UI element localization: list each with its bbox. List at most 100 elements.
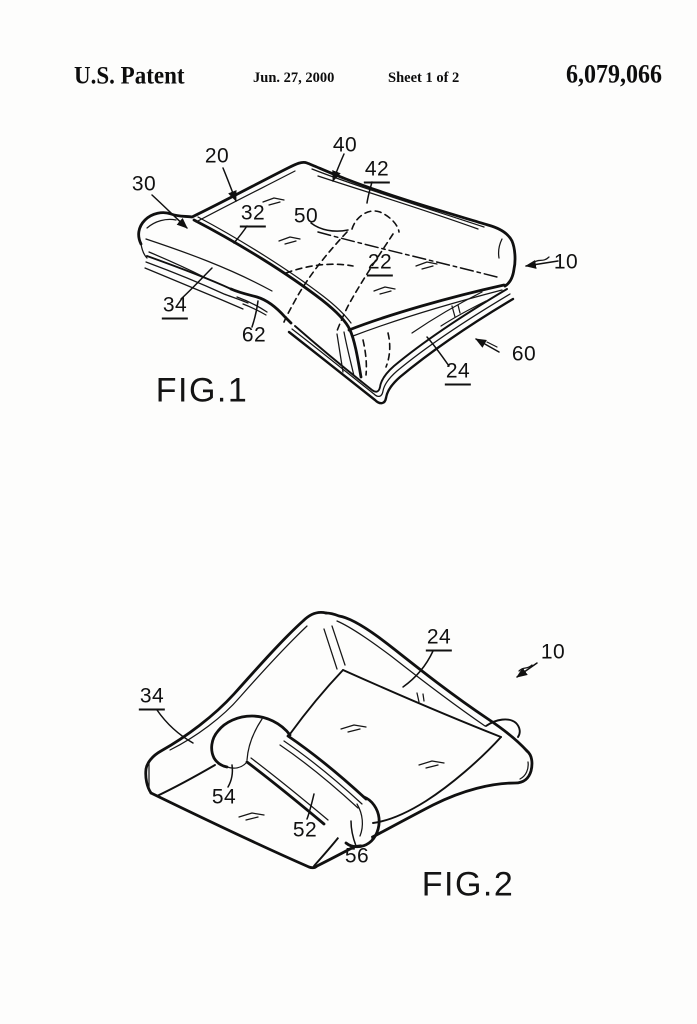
fig2-leader-56 — [350, 820, 357, 847]
fig2-innerface-bottomleft — [156, 764, 216, 797]
fig1-right-face-line-2 — [440, 300, 487, 327]
fig1-front-edge-diagonal — [192, 218, 363, 379]
fig2-ridge-upper-echo-1 — [283, 740, 363, 805]
fig1-hidden-ridge-left — [283, 231, 348, 323]
fig2-ref-54: 54 — [211, 785, 237, 809]
fig2-peak-slash-2 — [331, 625, 346, 666]
fig1-rim-inner-topright-1 — [311, 168, 485, 228]
fig2-ridge-upper-echo-2 — [279, 744, 359, 809]
fig1-front-corner-line-2 — [336, 333, 344, 373]
fig1-base-layer-left-2 — [145, 261, 249, 304]
fig1-hidden-ridge-cross — [285, 263, 354, 274]
fig1-front-edge-diagonal-echo — [197, 216, 352, 324]
fig1-centerline — [317, 231, 498, 278]
fig1-right-end-hook — [498, 238, 503, 259]
fig1-arrow-10-tail — [532, 256, 550, 264]
fig1-arrow-30 — [151, 194, 188, 229]
fig1-left-face-curve-1 — [145, 238, 273, 292]
fig1-arrow-40 — [332, 153, 345, 182]
patent-header-sheet: Sheet 1 of 2 — [388, 70, 460, 86]
fig2-corner-hook-right — [485, 718, 521, 738]
fig2-peak-slash-1 — [323, 628, 338, 670]
fig2-ref-10: 10 — [540, 640, 566, 664]
fig1-arrow-60-tail — [486, 341, 498, 348]
fig1-hidden-front-2 — [362, 339, 368, 376]
fig1-notch-curve — [229, 287, 293, 325]
fig2-leader-24 — [402, 650, 434, 688]
fig2-ridge-lower-echo — [250, 757, 329, 821]
fig1-arrow-10 — [525, 260, 559, 269]
fig1-caption: FIG.1 — [155, 371, 249, 410]
fig1-hump-inner — [146, 218, 177, 229]
fig1-hidden-dome — [351, 210, 400, 233]
fig2-arrow-10 — [516, 662, 538, 678]
fig2-outline-left — [144, 611, 328, 795]
fig2-ridge-lower-edge — [245, 760, 326, 826]
fig2-ref-52: 52 — [292, 818, 318, 842]
fig1-base-layer-left-1 — [146, 255, 232, 290]
fig1-notch-echo-1 — [236, 296, 268, 313]
fig1-outline-top — [137, 160, 517, 288]
patent-header-date: Jun. 27, 2000 — [253, 70, 335, 86]
fig2-wing-tip-right — [519, 761, 529, 780]
figure1-drawing — [137, 153, 559, 405]
fig2-cap54-crease — [246, 718, 263, 761]
fig1-leader-34 — [180, 267, 213, 300]
fig1-ref-32: 32 — [239, 203, 267, 228]
fig1-base-layer-right-1 — [294, 288, 508, 393]
fig1-ref-40: 40 — [332, 133, 358, 157]
fig1-hidden-front-1 — [385, 332, 391, 368]
fig2-innerface-topleft — [289, 669, 344, 735]
fig2-ridge-upper-edge — [286, 734, 368, 801]
fig1-hatch-marks — [262, 197, 461, 318]
fig2-ridge-fill — [246, 737, 372, 846]
fig2-leader-34 — [156, 709, 194, 744]
fig1-ref-34: 34 — [161, 295, 189, 320]
fig1-ref-62: 62 — [241, 323, 267, 347]
fig2-outline-right — [324, 611, 529, 753]
fig1-left-face-curve-2 — [148, 251, 207, 279]
fig1-rim-inner-topright-2 — [317, 175, 479, 230]
fig1-hidden-ridge-right — [336, 233, 394, 332]
fig1-ref-30: 30 — [131, 172, 157, 196]
fig1-front-corner-line-1 — [343, 331, 355, 377]
fig2-outline-bottom — [149, 749, 534, 870]
fig2-caption: FIG.2 — [421, 865, 515, 904]
fig1-ref-42: 42 — [363, 159, 391, 184]
fig1-leader-50 — [310, 222, 349, 232]
fig1-ref-22: 22 — [366, 252, 394, 277]
fig2-ref-56: 56 — [344, 844, 370, 868]
fig2-leader-52 — [306, 793, 315, 820]
fig2-innerface-corner — [313, 837, 339, 867]
fig2-ref-24: 24 — [425, 627, 453, 652]
fig1-arrow-60 — [475, 338, 500, 353]
fig1-ref-24: 24 — [444, 361, 472, 386]
fig1-leader-24 — [426, 336, 450, 367]
patent-header-title: U.S. Patent — [74, 62, 185, 89]
fig1-arrow-20 — [222, 167, 237, 202]
fig1-valley-edge — [347, 283, 506, 332]
fig2-leader-54 — [227, 764, 234, 788]
fig2-rim-inner-right — [336, 620, 486, 727]
fig2-innerface-topright — [342, 669, 502, 738]
fig2-innerface-bottomright — [372, 736, 502, 824]
patent-header-number: 6,079,066 — [566, 61, 662, 90]
fig1-ref-10: 10 — [553, 250, 579, 274]
fig1-valley-edge-echo — [352, 289, 503, 337]
fig1-base-layer-left-3 — [144, 267, 244, 310]
fig2-hatch-marks — [238, 692, 445, 821]
fig1-right-face-line-1 — [411, 291, 483, 334]
fig1-notch-echo-2 — [242, 303, 267, 316]
fig2-cap54-bottom — [226, 761, 248, 769]
fig1-ref-50: 50 — [293, 204, 319, 228]
fig1-ref-20: 20 — [204, 144, 230, 168]
fig2-ref-34: 34 — [138, 686, 166, 711]
fig1-base-layer-right-2 — [291, 293, 511, 398]
fig1-left-tip-edge — [140, 243, 148, 259]
fig1-base-layer-right-3 — [287, 297, 515, 405]
fig2-arrow-10-tail — [518, 664, 533, 672]
fig1-ref-60: 60 — [511, 342, 537, 366]
fig2-cap56-outline — [344, 795, 381, 849]
